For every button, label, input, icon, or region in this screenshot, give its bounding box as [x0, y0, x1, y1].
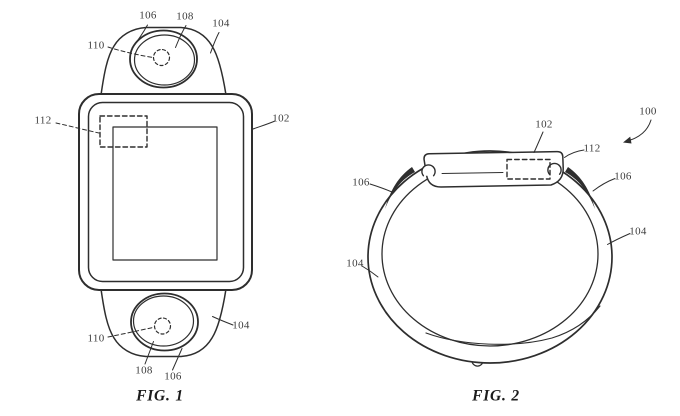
fig1-ref-label-102: 102 [272, 112, 290, 125]
fig2-caption: FIG. 2 [472, 387, 520, 405]
fig2-leader-104-left [361, 265, 379, 278]
fig1-leader-110-bottom [107, 327, 154, 338]
fig2-leader-102 [533, 131, 544, 153]
fig1-leader-106-top [131, 24, 148, 49]
fig2-band-inner-edge [381, 161, 599, 347]
fig1-ref-label-104-top: 104 [212, 17, 230, 30]
fig1-device-body-outline [78, 93, 253, 291]
fig1-ref-label-108-bottom: 108 [135, 364, 153, 377]
fig1-leader-lines [55, 24, 276, 371]
fig2-right-strap-tip [547, 162, 562, 175]
fig2-left-band-retainer [385, 167, 415, 209]
fig1-leader-112 [55, 122, 100, 134]
fig1-bottom-crown-ring-outer [130, 292, 199, 352]
fig1-leader-104-bottom [212, 316, 234, 326]
fig2-leader-104-right [607, 233, 631, 245]
fig1-display-screen [112, 126, 218, 261]
fig1-top-hidden-component-circle [152, 48, 171, 67]
fig1-ref-label-112: 112 [34, 114, 52, 127]
fig1-leader-108-bottom [144, 341, 154, 365]
fig1-ref-label-110-top: 110 [87, 39, 105, 52]
fig2-leader-112 [564, 149, 585, 158]
fig2-leader-106-right [592, 178, 616, 192]
fig1-top-crown-ring-outer [129, 29, 198, 89]
fig2-leader-lines [361, 119, 652, 278]
fig1-top-crown-ring-inner [133, 34, 196, 86]
fig2-case-seam-line [441, 172, 504, 174]
fig2-ref-label-104-left: 104 [346, 257, 364, 270]
fig2-leader-100-arrow [628, 119, 652, 141]
fig1-hidden-component-112-box [99, 115, 148, 148]
fig2-ref-label-100: 100 [639, 105, 657, 118]
fig1-ref-label-104-bottom: 104 [232, 319, 250, 332]
fig2-right-band-retainer [565, 167, 595, 209]
fig2-ref-label-106-left: 106 [352, 176, 370, 189]
fig2-leader-100-arrowhead [623, 136, 632, 144]
fig2-ref-label-104-right: 104 [629, 225, 647, 238]
fig2-strap-end-overlap [425, 305, 601, 345]
fig1-leader-102 [252, 120, 276, 130]
fig1-caption: FIG. 1 [136, 387, 184, 405]
fig1-leader-104-top [210, 32, 220, 54]
fig2-ref-label-106-right: 106 [614, 170, 632, 183]
fig2-hidden-component-112-box [506, 158, 551, 180]
fig1-ref-label-106-top: 106 [139, 9, 157, 22]
fig1-ref-label-108-top: 108 [176, 10, 194, 23]
fig2-ref-label-102: 102 [535, 118, 553, 131]
fig2-ref-label-112: 112 [583, 142, 601, 155]
fig1-leader-108-top [175, 25, 187, 48]
fig1-ref-label-106-bottom: 106 [164, 370, 182, 383]
fig1-leader-106-bottom [172, 348, 183, 371]
fig1-display-bezel [87, 101, 245, 283]
fig2-left-strap-tip [421, 164, 436, 177]
fig1-bottom-crown-ring-inner [132, 295, 195, 347]
fig1-ref-label-110-bottom: 110 [87, 332, 105, 345]
fig1-leader-110-top [107, 46, 154, 58]
fig2-leader-106-left [369, 183, 393, 193]
fig1-bottom-hidden-component-circle [153, 317, 172, 335]
fig2-watch-side-view [361, 119, 652, 367]
fig1-watch-front-view [55, 24, 276, 371]
fig2-device-body-side [423, 150, 564, 188]
